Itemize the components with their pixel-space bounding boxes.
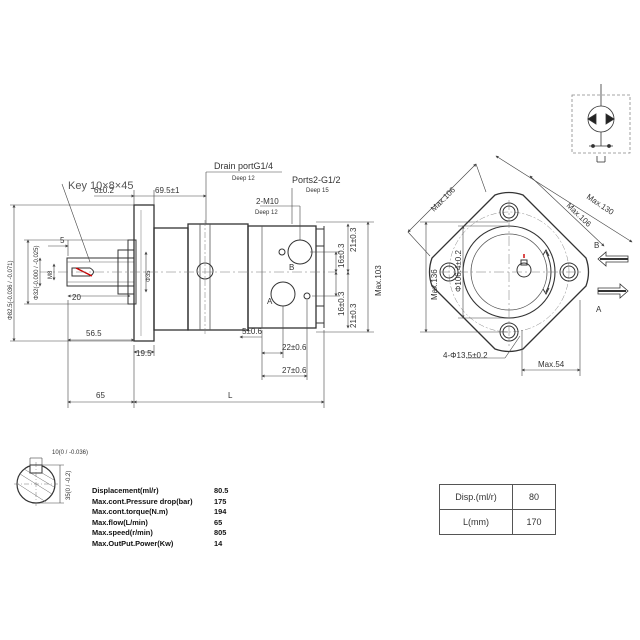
port-b-circle [287, 239, 313, 265]
drain-port-circle [196, 262, 214, 280]
dim-phi82: Φ82.5(-0.036 / -0.071) [8, 261, 14, 321]
dim-max54: Max.54 [538, 360, 565, 369]
dim-key35: 35(0 / -0.2) [66, 471, 72, 500]
dim-m8: M8 [48, 270, 54, 279]
front-dimension-lines [407, 155, 633, 376]
port-a-right-label: A [596, 305, 602, 314]
port-a-circle [270, 281, 296, 307]
table-row: L(mm) 170 [439, 509, 556, 535]
table-cell-label: Disp.(ml/r) [439, 484, 513, 510]
side-view-labels: Key 10×8×45 Drain portG1/4 Deep 12 Ports… [8, 161, 383, 400]
hydraulic-motor-symbol [571, 84, 631, 163]
spec-row-power: Max.OutPut.Power(Kw) 14 [92, 539, 242, 550]
drain-port-label: Drain portG1/4 [214, 161, 273, 171]
table-row: Disp.(ml/r) 80 [439, 484, 556, 510]
dim-6: 6±0.2 [94, 186, 115, 195]
spec-value: 80.5 [214, 486, 229, 495]
bearing-housing [153, 227, 189, 331]
side-dimension-lines [10, 171, 374, 408]
table-cell-value: 80 [512, 484, 556, 510]
table-cell-value: 170 [512, 509, 556, 535]
ports-label: Ports2-G1/2 [292, 175, 341, 185]
spec-value: 194 [214, 507, 227, 517]
dim-phi106: Φ106.4±0.2 [454, 250, 463, 292]
spec-list: Displacement(ml/r) 80.5 Max.cont.Pressur… [92, 486, 242, 550]
dim-69: 69.5±1 [155, 186, 180, 195]
spec-row-torque: Max.cont.torque(N.m) 194 [92, 507, 242, 518]
spec-row-displacement: Displacement(ml/r) 80.5 [92, 486, 242, 497]
port-b-label: B [289, 263, 294, 272]
thread-label: 2-M10 [256, 197, 279, 206]
shaft-key [71, 267, 94, 277]
spec-label: Max.speed(r/min) [92, 528, 153, 538]
bolt-hole [559, 262, 579, 282]
dim-65: 65 [96, 391, 105, 400]
dim-5: 5 [60, 236, 65, 245]
shaft-end [516, 262, 532, 278]
dim-phi35: Φ35 [146, 270, 152, 282]
dim-max130: Max.130 [585, 192, 616, 217]
port-a-label: A [267, 297, 273, 306]
spec-label: Max.cont.torque(N.m) [92, 507, 168, 517]
drain-deep-label: Deep 12 [232, 176, 255, 182]
spec-label: Max.cont.Pressure drop(bar) [92, 496, 193, 506]
dim-19: 19.5 [136, 349, 152, 358]
dim-holes: 4-Φ13.5±0.2 [443, 351, 488, 360]
spec-value: 175 [214, 496, 227, 506]
side-view [40, 204, 336, 342]
spec-row-flow: Max.flow(L/min) 65 [92, 518, 242, 529]
dim-21a: 21±0.3 [349, 227, 358, 252]
dim-20: 20 [72, 293, 81, 302]
ports-deep-label: Deep 15 [306, 188, 329, 194]
thread-deep-label: Deep 12 [255, 210, 278, 216]
dim-22: 22±0.6 [282, 343, 307, 352]
dim-max136: Max.136 [430, 269, 439, 300]
spec-value: 65 [214, 517, 223, 527]
dim-16b: 16±0.3 [337, 291, 346, 316]
flow-arrows [597, 251, 629, 299]
dim-max103: Max.103 [374, 265, 383, 296]
spec-label: Max.OutPut.Power(Kw) [92, 538, 174, 548]
dim-27: 27±0.6 [282, 366, 307, 375]
dim-56: 56.5 [86, 329, 102, 338]
table-cell-label: L(mm) [439, 509, 513, 535]
dim-L: L [228, 391, 233, 400]
key-section [14, 457, 64, 506]
spec-row-speed: Max.speed(r/min) 805 [92, 528, 242, 539]
spec-value: 14 [214, 538, 223, 548]
dim-key10: 10(0 / -0.036) [52, 450, 88, 456]
dim-16a: 16±0.3 [337, 243, 346, 268]
displacement-table: Disp.(ml/r) 80 L(mm) 170 [439, 484, 556, 535]
spec-row-pressure: Max.cont.Pressure drop(bar) 175 [92, 497, 242, 508]
dim-5b: 5±0.6 [242, 327, 263, 336]
spec-label: Max.flow(L/min) [92, 517, 148, 527]
spec-value: 805 [214, 528, 227, 538]
dim-21b: 21±0.3 [349, 303, 358, 328]
dim-max106a: Max.106 [429, 185, 457, 213]
spec-label: Displacement(ml/r) [92, 486, 159, 495]
port-body [247, 225, 317, 329]
port-b-right-label: B [594, 241, 599, 250]
key-label: Key 10×8×45 [68, 180, 133, 192]
dim-phi32: Φ32(-0.000 / -0.025) [34, 246, 40, 300]
